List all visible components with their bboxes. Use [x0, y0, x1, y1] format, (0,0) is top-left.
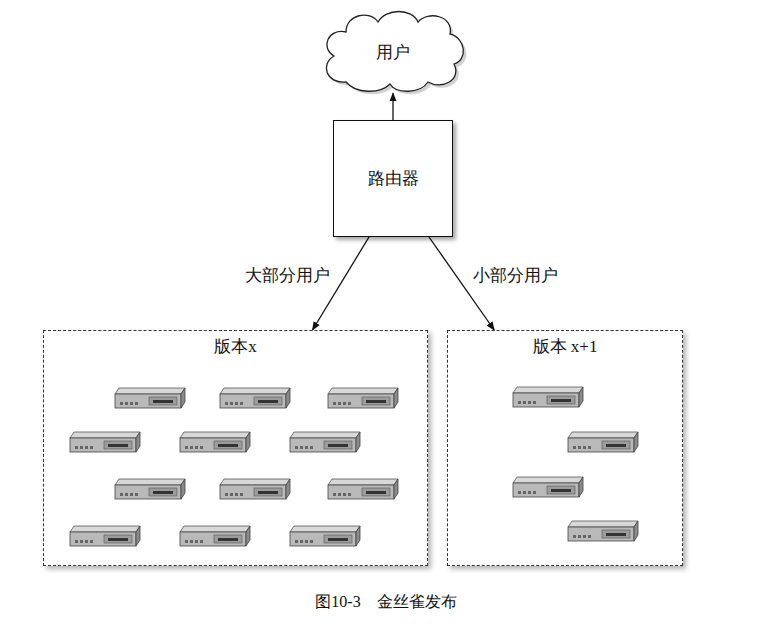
server-icon	[568, 432, 638, 452]
server-icon	[513, 477, 583, 497]
group-heading: 版本 x+1	[533, 335, 598, 358]
node-label: 路由器	[368, 167, 419, 190]
server-icon	[180, 526, 250, 546]
server-icon	[70, 526, 140, 546]
group-heading: 版本x	[214, 335, 257, 358]
server-icon	[180, 432, 250, 452]
server-icon	[115, 388, 185, 408]
server-icon	[290, 432, 360, 452]
figure-caption: 图10-3 金丝雀发布	[315, 592, 456, 613]
server-icon	[328, 388, 398, 408]
server-icon	[568, 521, 638, 541]
server-icon	[290, 526, 360, 546]
edge-label: 大部分用户	[242, 263, 333, 288]
server-icon	[220, 388, 290, 408]
server-icon	[220, 479, 290, 499]
version-group: 版本 x+1	[447, 330, 683, 566]
node-label: 用户	[376, 41, 410, 64]
arrow-connector	[392, 93, 393, 120]
server-icon	[328, 479, 398, 499]
user-cloud: 用户	[316, 4, 470, 96]
server-icon	[513, 387, 583, 407]
router-box: 路由器	[333, 120, 453, 237]
server-icon	[115, 479, 185, 499]
edge-label: 小部分用户	[470, 263, 561, 288]
version-group: 版本x	[43, 330, 428, 566]
server-icon	[70, 432, 140, 452]
